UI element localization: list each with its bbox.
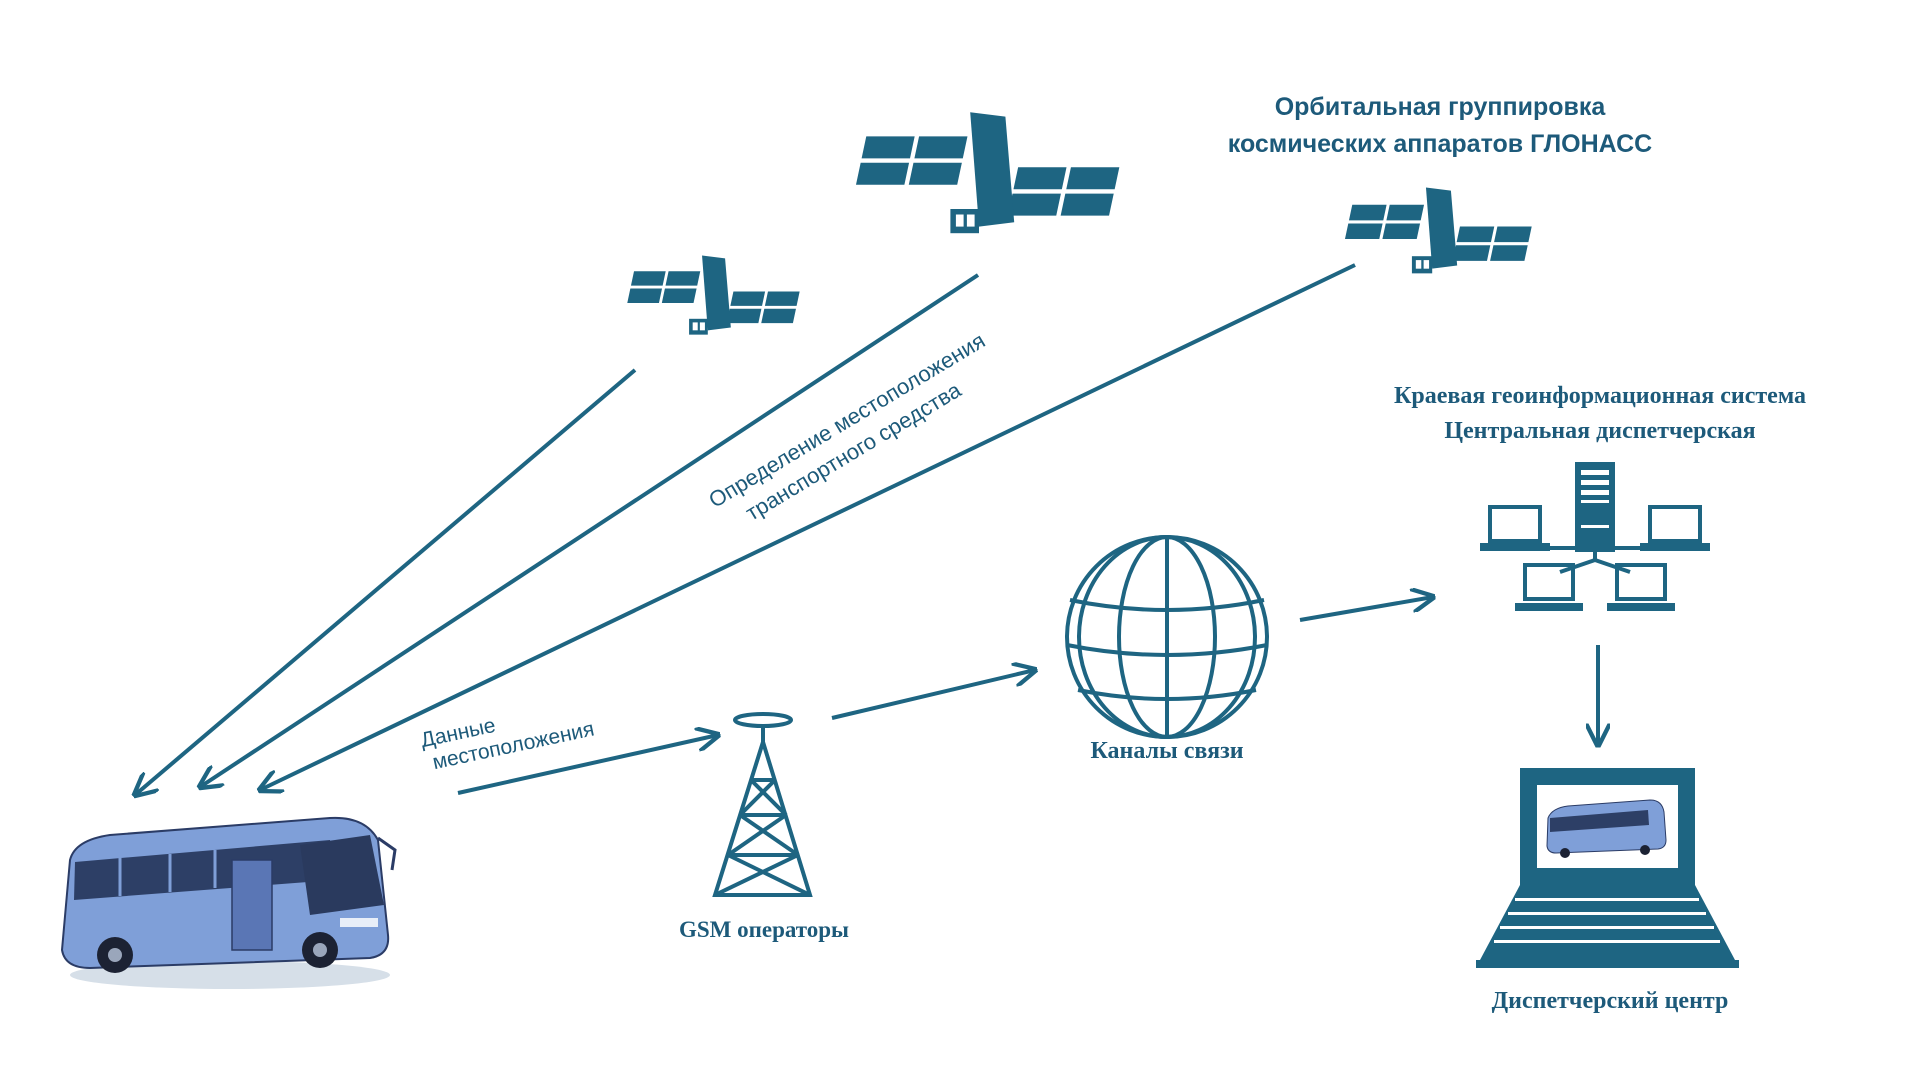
laptop-icon <box>1476 768 1739 968</box>
globe-icon <box>1067 537 1267 737</box>
satellites-title-line1: Орбитальная группировка <box>1275 93 1607 121</box>
arrow-channels-to-gis <box>1300 597 1433 620</box>
gsm-tower-icon <box>715 714 810 895</box>
arrow-gsm-to-channels <box>832 670 1035 718</box>
satellites-title-line2: космических аппаратов ГЛОНАСС <box>1228 130 1652 158</box>
satellite-icon-large <box>849 112 1125 233</box>
gis-label-line2: Центральная диспетчерская <box>1444 418 1755 444</box>
satellite-icon-right <box>1340 188 1536 274</box>
bus-icon <box>62 818 395 989</box>
ray-label-line1: Определение местоположения <box>704 328 989 513</box>
gsm-label: GSM операторы <box>679 917 849 942</box>
server-network-icon <box>1480 462 1710 611</box>
gis-label-line1: Краевая геоинформационная система <box>1394 383 1806 409</box>
positioning-ray-3 <box>260 265 1355 790</box>
satellite-icon-small <box>623 255 804 334</box>
dispatch-label: Диспетчерский центр <box>1492 988 1729 1014</box>
channels-label: Каналы связи <box>1090 738 1243 764</box>
